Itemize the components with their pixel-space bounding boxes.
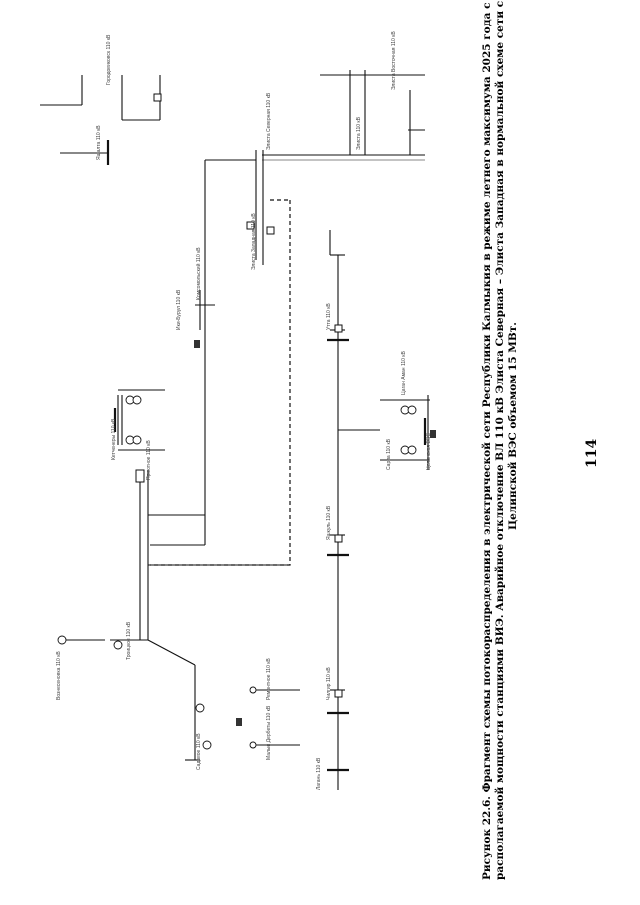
switch-icon	[135, 469, 145, 483]
wind-plant-icon	[236, 718, 242, 726]
wind-plant-icon	[194, 340, 200, 348]
station-label: Приютное 110 кВ	[146, 440, 152, 480]
page-number-block: 114	[584, 439, 600, 468]
station-label: Элиста Восточная 110 кВ	[391, 31, 397, 90]
station-label: Комсомольский 110 кВ	[195, 247, 202, 300]
caption-line-2: располагаемой мощности станциями ВИЭ. Ав…	[494, 0, 506, 880]
transformer-icon	[407, 405, 417, 415]
station-label: Лагань 110 кВ	[316, 757, 322, 790]
switch-icon	[334, 324, 343, 333]
station-label: Яшкуль 110 кВ	[326, 505, 332, 540]
transformer-icon	[132, 435, 142, 445]
station-label: Вознесеновка 110 кВ	[56, 651, 62, 700]
generator-icon	[202, 740, 212, 750]
station-label: Городовиковск 110 кВ	[106, 34, 112, 85]
feeder-line	[147, 639, 196, 666]
station-label: Сарпа 110 кВ	[386, 438, 392, 470]
station-label: Ремонтное 110 кВ	[266, 658, 272, 700]
generator-icon	[249, 741, 257, 749]
station-label: Яшалта 110 кВ	[96, 125, 102, 160]
station-label: Элиста Западная 110 кВ	[251, 213, 257, 270]
station-label: Кетченеры 110 кВ	[111, 418, 117, 460]
switch-icon	[266, 226, 275, 235]
station-label: Чилгир 110 кВ	[326, 667, 332, 700]
page-number: 114	[584, 439, 600, 468]
station-labels: Элиста Северная 110 кВ Элиста Западная 11…	[56, 31, 432, 790]
transformer-icon	[407, 445, 417, 455]
caption-block: Рисунок 22.6. Фрагмент схемы потокораспр…	[481, 0, 519, 880]
station-label: Элиста Северная 110 кВ	[266, 92, 272, 150]
generator-icon	[249, 686, 257, 694]
diagram-wires	[40, 70, 430, 790]
transformer-icon	[57, 635, 67, 645]
transformers	[57, 395, 417, 750]
station-label: Утта 110 кВ	[326, 303, 332, 330]
switch-icon	[334, 689, 343, 698]
station-label: Троицкое 110 кВ	[126, 621, 132, 660]
station-label: Малые Дербеты 110 кВ	[266, 705, 272, 760]
switch-icon	[334, 534, 343, 543]
station-label: Ики-Бурул 110 кВ	[176, 289, 182, 330]
station-label: Цаган Аман 110 кВ	[401, 351, 407, 395]
tie-line-path	[150, 200, 291, 566]
station-label: Целинская ВЭС	[426, 433, 432, 470]
generator-icon	[195, 703, 205, 713]
caption-line-1: Рисунок 22.6. Фрагмент схемы потокораспр…	[481, 0, 493, 880]
station-label: Элиста 110 кВ	[356, 116, 362, 150]
wind-plant-markers	[194, 340, 436, 726]
station-label: Садовое 110 кВ	[196, 733, 202, 770]
switches	[135, 93, 343, 698]
caption-line-3: Целинской ВЭС объемом 15 МВт.	[507, 322, 519, 530]
dashed-tie-line	[150, 199, 291, 566]
wind-plant-icon	[430, 430, 436, 438]
station-buses	[106, 140, 427, 772]
switch-icon	[153, 93, 162, 102]
transformer-icon	[132, 395, 142, 405]
switch-icon	[246, 221, 255, 230]
generator-icon	[113, 640, 123, 650]
